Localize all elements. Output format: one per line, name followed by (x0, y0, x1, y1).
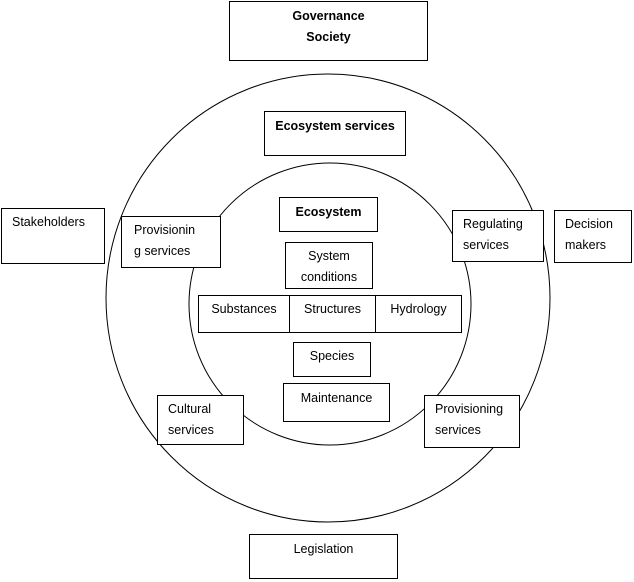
regulating-services-box: Regulating services (452, 210, 544, 262)
species-label: Species (309, 349, 355, 363)
legislation-box: Legislation (249, 534, 398, 579)
maintenance-box: Maintenance (283, 383, 390, 422)
cultural-services-box: Cultural services (157, 395, 244, 445)
provisioning-right-line2: services (435, 423, 481, 437)
structures-box: Structures (289, 295, 376, 333)
hydrology-box: Hydrology (375, 295, 462, 333)
provisioning-services-left-box: Provisionin g services (121, 216, 221, 268)
system-label: System (308, 249, 350, 263)
ecosystem-label: Ecosystem (295, 205, 362, 219)
cultural-line1: Cultural (168, 402, 212, 416)
decision-line2: makers (565, 238, 606, 252)
hydrology-label: Hydrology (390, 302, 447, 316)
ecosystem-services-label: Ecosystem services (275, 119, 395, 133)
provisioning-left-line1: Provisionin (134, 223, 196, 237)
governance-label: Governance (292, 9, 365, 23)
decision-line1: Decision (565, 217, 613, 231)
conditions-label: conditions (300, 270, 358, 284)
provisioning-left-line2: g services (134, 244, 191, 258)
regulating-line2: services (463, 238, 509, 252)
stakeholders-label: Stakeholders (12, 215, 85, 229)
society-label: Society (306, 30, 351, 44)
decision-makers-box: Decision makers (554, 210, 632, 263)
substances-box: Substances (198, 295, 290, 333)
provisioning-services-right-box: Provisioning services (424, 395, 520, 448)
maintenance-label: Maintenance (300, 391, 373, 405)
legislation-label: Legislation (293, 542, 354, 556)
ecosystem-box: Ecosystem (279, 197, 378, 232)
structures-label: Structures (304, 302, 361, 316)
governance-society-box: Governance Society (229, 1, 428, 61)
stakeholders-box: Stakeholders (1, 208, 105, 264)
regulating-line1: Regulating (463, 217, 523, 231)
cultural-line2: services (168, 423, 214, 437)
inner-ring (188, 162, 472, 446)
outer-ring (105, 73, 551, 523)
species-box: Species (293, 342, 371, 377)
system-conditions-box: System conditions (285, 242, 373, 289)
substances-label: Substances (211, 302, 277, 316)
ecosystem-services-box: Ecosystem services (264, 111, 406, 156)
provisioning-right-line1: Provisioning (435, 402, 504, 416)
